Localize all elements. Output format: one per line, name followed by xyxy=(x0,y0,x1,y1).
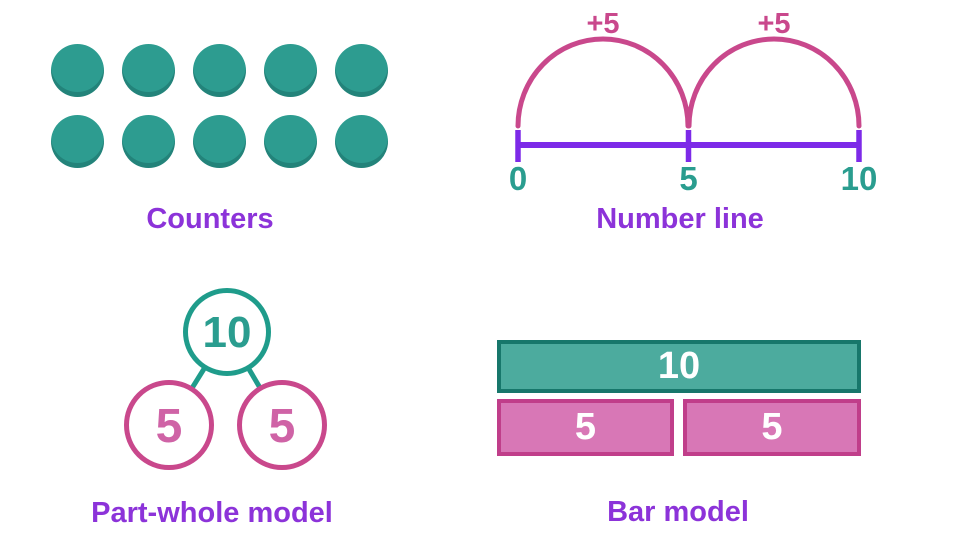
counter xyxy=(122,44,175,97)
counters-grid xyxy=(51,44,388,168)
part-value-1: 5 xyxy=(156,400,183,453)
bar-part-2: 5 xyxy=(683,399,861,456)
bar-whole: 10 xyxy=(497,340,861,393)
number-line: +5 +5 0 5 10 xyxy=(509,8,878,197)
tick-label-5: 5 xyxy=(679,160,697,197)
whole-circle xyxy=(183,288,271,376)
counter xyxy=(335,115,388,168)
part-circle-2 xyxy=(237,380,327,470)
part-whole-model: 10 5 5 xyxy=(124,288,327,470)
bar-part-2-value: 5 xyxy=(761,406,783,448)
jump-arc-2 xyxy=(686,36,862,129)
counter xyxy=(193,44,246,97)
bar-whole-value: 10 xyxy=(657,345,701,387)
tick-label-0: 0 xyxy=(509,160,527,197)
counter xyxy=(193,115,246,168)
jump-arc-1 xyxy=(515,36,691,129)
counter xyxy=(264,44,317,97)
bar-part-1: 5 xyxy=(497,399,674,456)
counter xyxy=(122,115,175,168)
whole-value: 10 xyxy=(203,308,252,357)
bar-model-label: Bar model xyxy=(607,496,749,528)
counter xyxy=(51,44,104,97)
counter xyxy=(264,115,317,168)
part-circle-1 xyxy=(124,380,214,470)
part-value-2: 5 xyxy=(269,400,296,453)
number-line-label: Number line xyxy=(596,203,764,235)
counter xyxy=(335,44,388,97)
jump-label-1: +5 xyxy=(586,8,619,40)
bar-part-1-value: 5 xyxy=(574,406,597,448)
counter xyxy=(51,115,104,168)
counters-label: Counters xyxy=(146,203,274,235)
part-whole-label: Part-whole model xyxy=(91,497,333,529)
jump-label-2: +5 xyxy=(757,8,790,40)
tick-label-10: 10 xyxy=(841,160,878,197)
